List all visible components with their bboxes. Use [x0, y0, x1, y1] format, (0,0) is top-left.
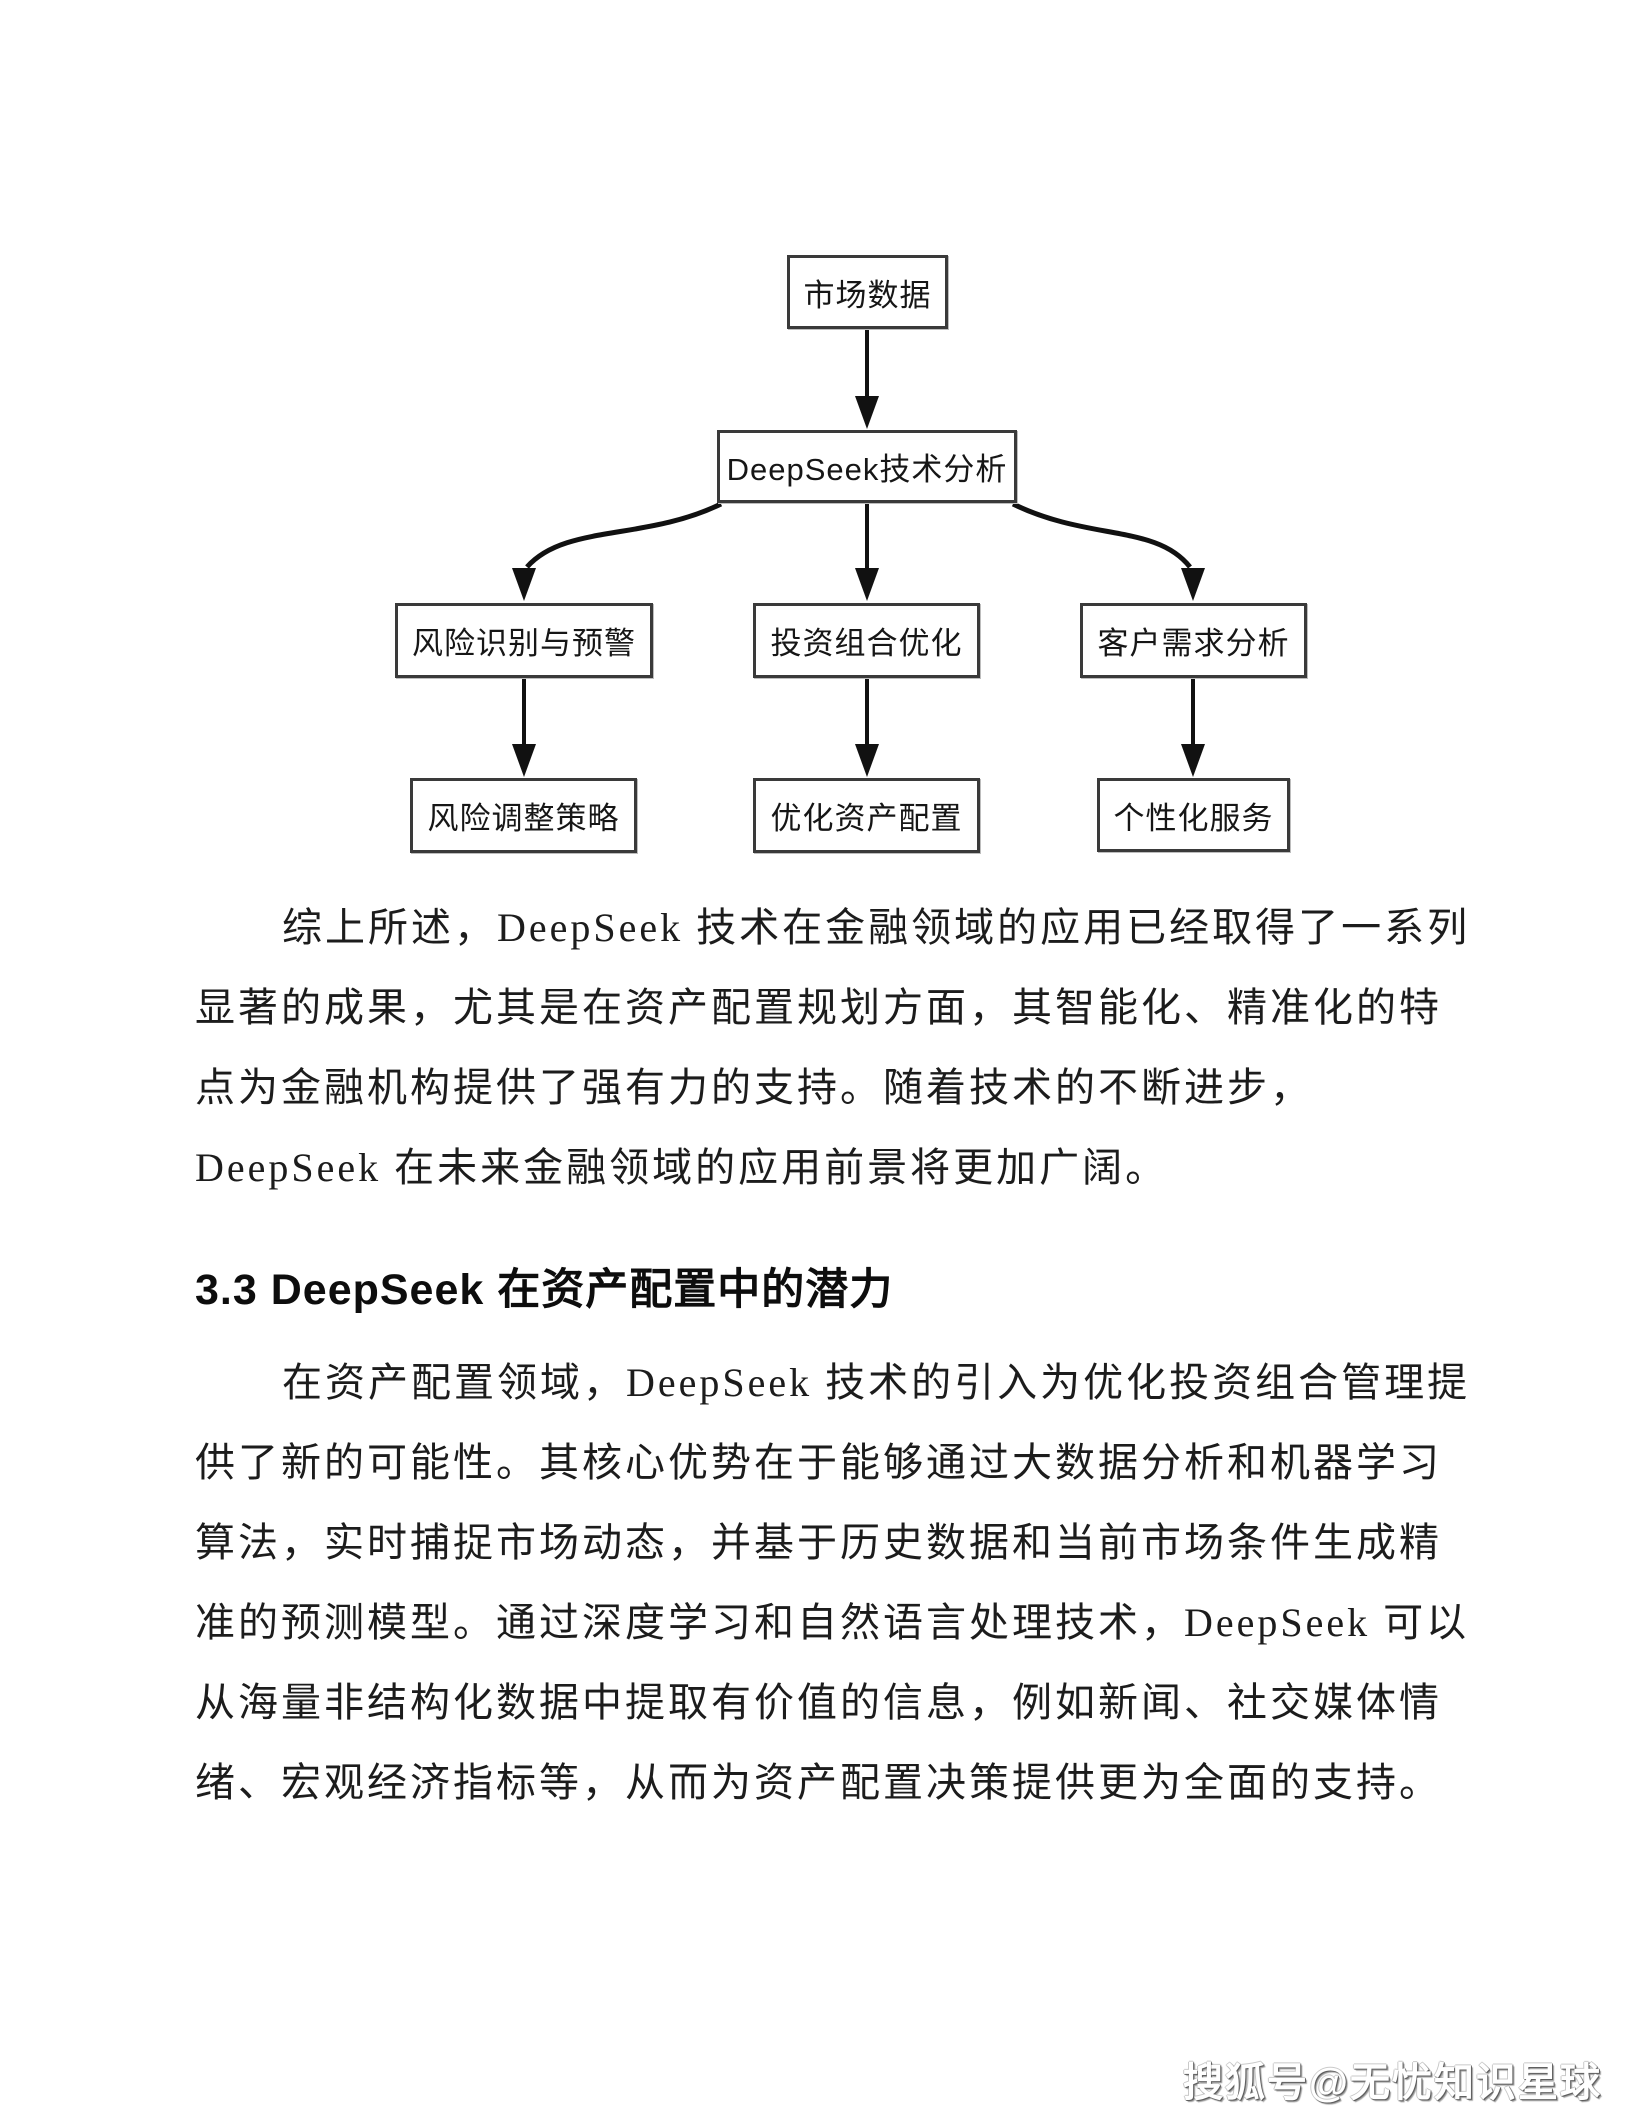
flowchart: 市场数据 DeepSeek技术分析 风险识别与预警 投资组合优化 客户需求分析 … [0, 0, 1632, 880]
section-heading: 3.3 DeepSeek 在资产配置中的潜力 [195, 1266, 894, 1314]
paragraph-line: 绪、宏观经济指标等，从而为资产配置决策提供更为全面的支持。 [195, 1760, 1442, 1805]
flowchart-arrows [512, 329, 1205, 777]
flowchart-node-market-data: 市场数据 [787, 255, 948, 329]
paragraph-line: 点为金融机构提供了强有力的支持。随着技术的不断进步， [195, 1065, 1313, 1110]
flowchart-node-deepseek-analysis: DeepSeek技术分析 [717, 430, 1017, 503]
flowchart-node-risk-identification: 风险识别与预警 [395, 603, 653, 678]
flowchart-node-portfolio-optimization: 投资组合优化 [753, 603, 980, 678]
paragraph-summary: 综上所述，DeepSeek 技术在金融领域的应用已经取得了一系列 显著的成果，尤… [195, 888, 1471, 1208]
paragraph-line: 综上所述，DeepSeek 技术在金融领域的应用已经取得了一系列 [282, 905, 1471, 950]
paragraph-line: 算法，实时捕捉市场动态，并基于历史数据和当前市场条件生成精 [195, 1520, 1442, 1565]
flowchart-node-customer-needs: 客户需求分析 [1080, 603, 1307, 678]
paragraph-line: 在资产配置领域，DeepSeek 技术的引入为优化投资组合管理提 [282, 1360, 1471, 1405]
paragraph-line: DeepSeek 在未来金融领域的应用前景将更加广阔。 [195, 1145, 1169, 1190]
flowchart-node-optimize-allocation: 优化资产配置 [753, 778, 980, 853]
paragraph-potential: 在资产配置领域，DeepSeek 技术的引入为优化投资组合管理提 供了新的可能性… [195, 1343, 1471, 1823]
watermark-sohu-account: 搜狐号@无忧知识星球 [1182, 2061, 1602, 2105]
paragraph-line: 供了新的可能性。其核心优势在于能够通过大数据分析和机器学习 [195, 1440, 1442, 1485]
paragraph-line: 从海量非结构化数据中提取有价值的信息，例如新闻、社交媒体情 [195, 1680, 1442, 1725]
paragraph-line: 准的预测模型。通过深度学习和自然语言处理技术，DeepSeek 可以 [195, 1600, 1470, 1645]
paragraph-line: 显著的成果，尤其是在资产配置规划方面，其智能化、精准化的特 [195, 985, 1442, 1030]
flowchart-node-personalized-service: 个性化服务 [1097, 778, 1290, 852]
flowchart-node-risk-adjustment: 风险调整策略 [410, 778, 637, 853]
